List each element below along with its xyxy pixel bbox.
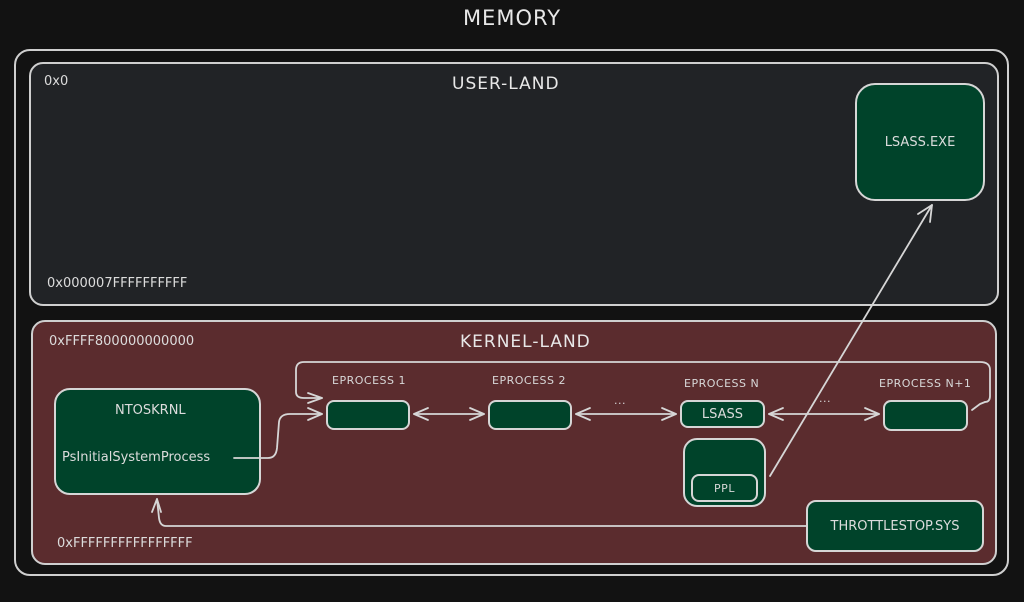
user-land-end-address: 0x000007FFFFFFFFFF [47, 276, 188, 291]
lsass-exe-node: LSASS.EXE [855, 83, 985, 201]
arrowhead [469, 407, 485, 421]
ellipsis-1: ... [614, 394, 626, 407]
eprocess-n-label: EPROCESS N [684, 377, 760, 390]
eprocess-1-label: EPROCESS 1 [332, 374, 406, 387]
eprocess-2-label: EPROCESS 2 [492, 374, 566, 387]
ps-initial-to-eprocess-1-arrow [233, 413, 323, 459]
ntoskrnl-title: NTOSKRNL [115, 403, 186, 418]
arrowhead [864, 407, 880, 421]
ps-initial-system-process-label: PsInitialSystemProcess [62, 450, 211, 465]
eprocess-2-node [488, 400, 572, 430]
ppl-label: PPL [714, 481, 735, 495]
user-land-heading: USER-LAND [452, 74, 560, 94]
arrowhead [307, 392, 323, 404]
eprocess-1-node [326, 400, 410, 430]
eprocess-n-plus-1-node [883, 400, 968, 431]
eprocess-n-lsass-node: LSASS [680, 400, 765, 428]
arrowhead [575, 407, 591, 421]
kernel-land-start-address: 0xFFFF800000000000 [49, 334, 195, 349]
ellipsis-2: ... [819, 392, 831, 405]
kernel-land-end-address: 0xFFFFFFFFFFFFFFFF [57, 536, 193, 551]
arrowhead [971, 401, 986, 411]
ppl-node: PPL [691, 474, 758, 502]
lsass-label: LSASS [701, 406, 744, 422]
diagram-title: MEMORY [462, 6, 562, 30]
list-wraparound-arrow [295, 361, 991, 403]
arrowhead [768, 407, 784, 421]
ntoskrnl-node [54, 388, 261, 495]
arrowhead [413, 407, 429, 421]
lsass-exe-label: LSASS.EXE [884, 134, 956, 150]
user-land-region [29, 62, 999, 306]
ppl-to-lsass-exe-arrow [769, 204, 933, 477]
throttlestop-to-ntoskrnl-arrow [156, 498, 807, 527]
throttlestop-driver-node: THROTTLESTOP.SYS [806, 500, 984, 552]
arrowhead [917, 204, 933, 223]
arrowhead [151, 498, 162, 513]
memory-container [14, 49, 1009, 576]
arrowhead [307, 407, 323, 421]
eprocess-n-plus-1-label: EPROCESS N+1 [879, 377, 972, 390]
user-land-start-address: 0x0 [44, 74, 69, 89]
arrowhead [661, 407, 677, 421]
kernel-land-heading: KERNEL-LAND [460, 332, 591, 352]
throttlestop-label: THROTTLESTOP.SYS [830, 518, 960, 534]
